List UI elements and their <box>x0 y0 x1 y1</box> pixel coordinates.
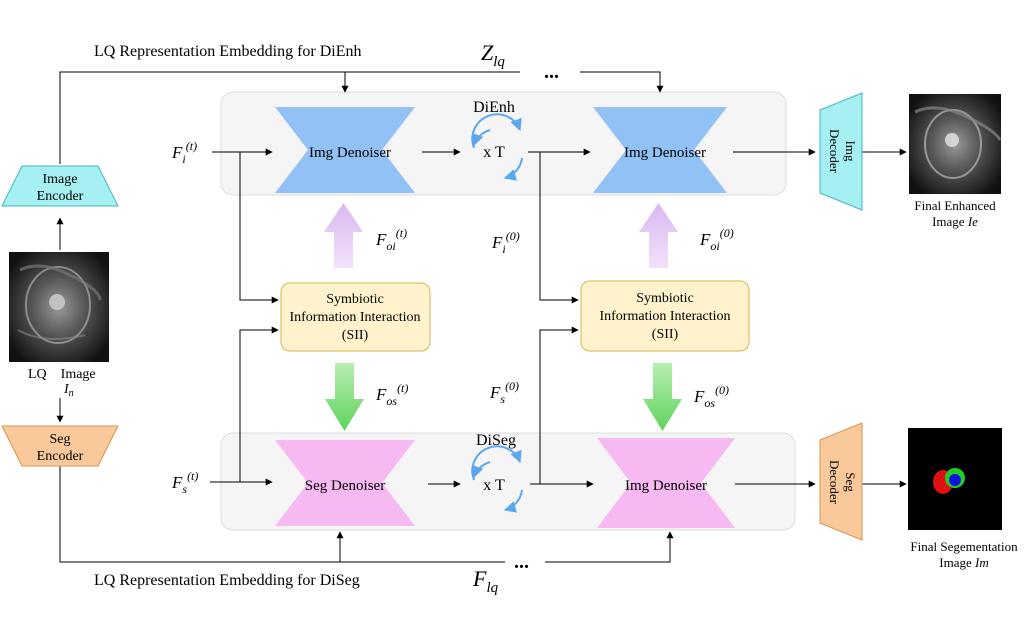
seg-encoder <box>1 425 119 467</box>
f-lq-label: Flq <box>472 566 499 596</box>
label-fos-0: Fos(0) <box>693 383 729 410</box>
bottom-embedding-line <box>59 464 505 563</box>
lq-image-label: LQ Image <box>28 367 96 382</box>
final-seg-label-2: Image Im <box>939 555 988 570</box>
diseg-loop-icon <box>471 445 523 513</box>
label-fs-0: Fs(0) <box>489 379 519 406</box>
img-decoder <box>819 92 863 211</box>
img-denoiser-3 <box>597 438 735 528</box>
sii-1-line2: Information Interaction <box>289 310 420 325</box>
sii-2-line1: Symbiotic <box>636 291 694 306</box>
sii-box-1 <box>280 282 431 352</box>
sii-1-line3: (SII) <box>342 328 369 343</box>
final-seg-label-1: Final Segementation <box>910 539 1018 554</box>
dienh-loop-icon <box>471 113 523 181</box>
label-fos-t: Fos(t) <box>375 381 408 408</box>
seg-encoder-label-1: Seg <box>50 432 71 447</box>
green-arrow-2 <box>643 363 682 431</box>
img-denoiser-1 <box>275 107 415 193</box>
image-encoder <box>1 165 119 207</box>
label-fs-t: Fs(t) <box>171 469 198 496</box>
green-arrow-1 <box>325 363 364 431</box>
img-decoder-label-2: Decoder <box>827 129 842 174</box>
img-denoiser-2 <box>593 107 727 193</box>
label-fi-t: Fi(t) <box>171 139 197 166</box>
seg-decoder-label-2: Decoder <box>827 460 842 505</box>
img-denoiser-3-label: Img Denoiser <box>625 478 707 494</box>
seg-encoder-label-2: Encoder <box>37 449 84 464</box>
seg-denoiser-label: Seg Denoiser <box>305 478 385 494</box>
ellipsis-bottom: ... <box>514 551 529 573</box>
image-encoder-label-2: Encoder <box>37 189 84 204</box>
final-enhanced-label-2: Image Ie <box>932 214 978 229</box>
image-encoder-label-1: Image <box>43 172 78 187</box>
diseg-loop-label: x T <box>483 477 505 494</box>
lq-image-symbol: In <box>63 382 74 399</box>
seg-denoiser <box>275 440 415 526</box>
sii-box-2 <box>580 280 750 352</box>
label-foi-0: Foi(0) <box>699 226 734 253</box>
sii-1-line1: Symbiotic <box>326 292 384 307</box>
seg-decoder-label-1: Seg <box>843 472 858 492</box>
seg-decoder <box>819 422 863 541</box>
final-enhanced-image <box>909 94 1002 194</box>
purple-arrow-2 <box>639 203 678 268</box>
z-lq-label: Zlq <box>481 40 505 70</box>
ellipsis-top: ... <box>544 61 559 83</box>
top-embedding-line <box>59 71 520 164</box>
diseg-label: DiSeg <box>476 432 516 449</box>
sii-2-line3: (SII) <box>652 327 679 342</box>
lq-image <box>9 252 109 362</box>
dienh-label: DiEnh <box>473 99 515 116</box>
label-fi-0: Fi(0) <box>491 229 520 256</box>
label-foi-t: Foi(t) <box>375 226 407 253</box>
dienh-loop-label: x T <box>483 144 505 161</box>
purple-arrow-1 <box>324 203 363 268</box>
img-decoder-label-1: Img <box>843 141 858 162</box>
final-segmentation-image <box>908 428 1002 530</box>
sii-2-line2: Information Interaction <box>599 309 730 324</box>
final-enhanced-label-1: Final Enhanced <box>914 198 996 213</box>
img-denoiser-2-label: Img Denoiser <box>624 145 706 161</box>
top-embedding-label: LQ Representation Embedding for DiEnh <box>94 43 362 60</box>
img-denoiser-1-label: Img Denoiser <box>309 145 391 161</box>
bottom-embedding-label: LQ Representation Embedding for DiSeg <box>94 572 360 589</box>
